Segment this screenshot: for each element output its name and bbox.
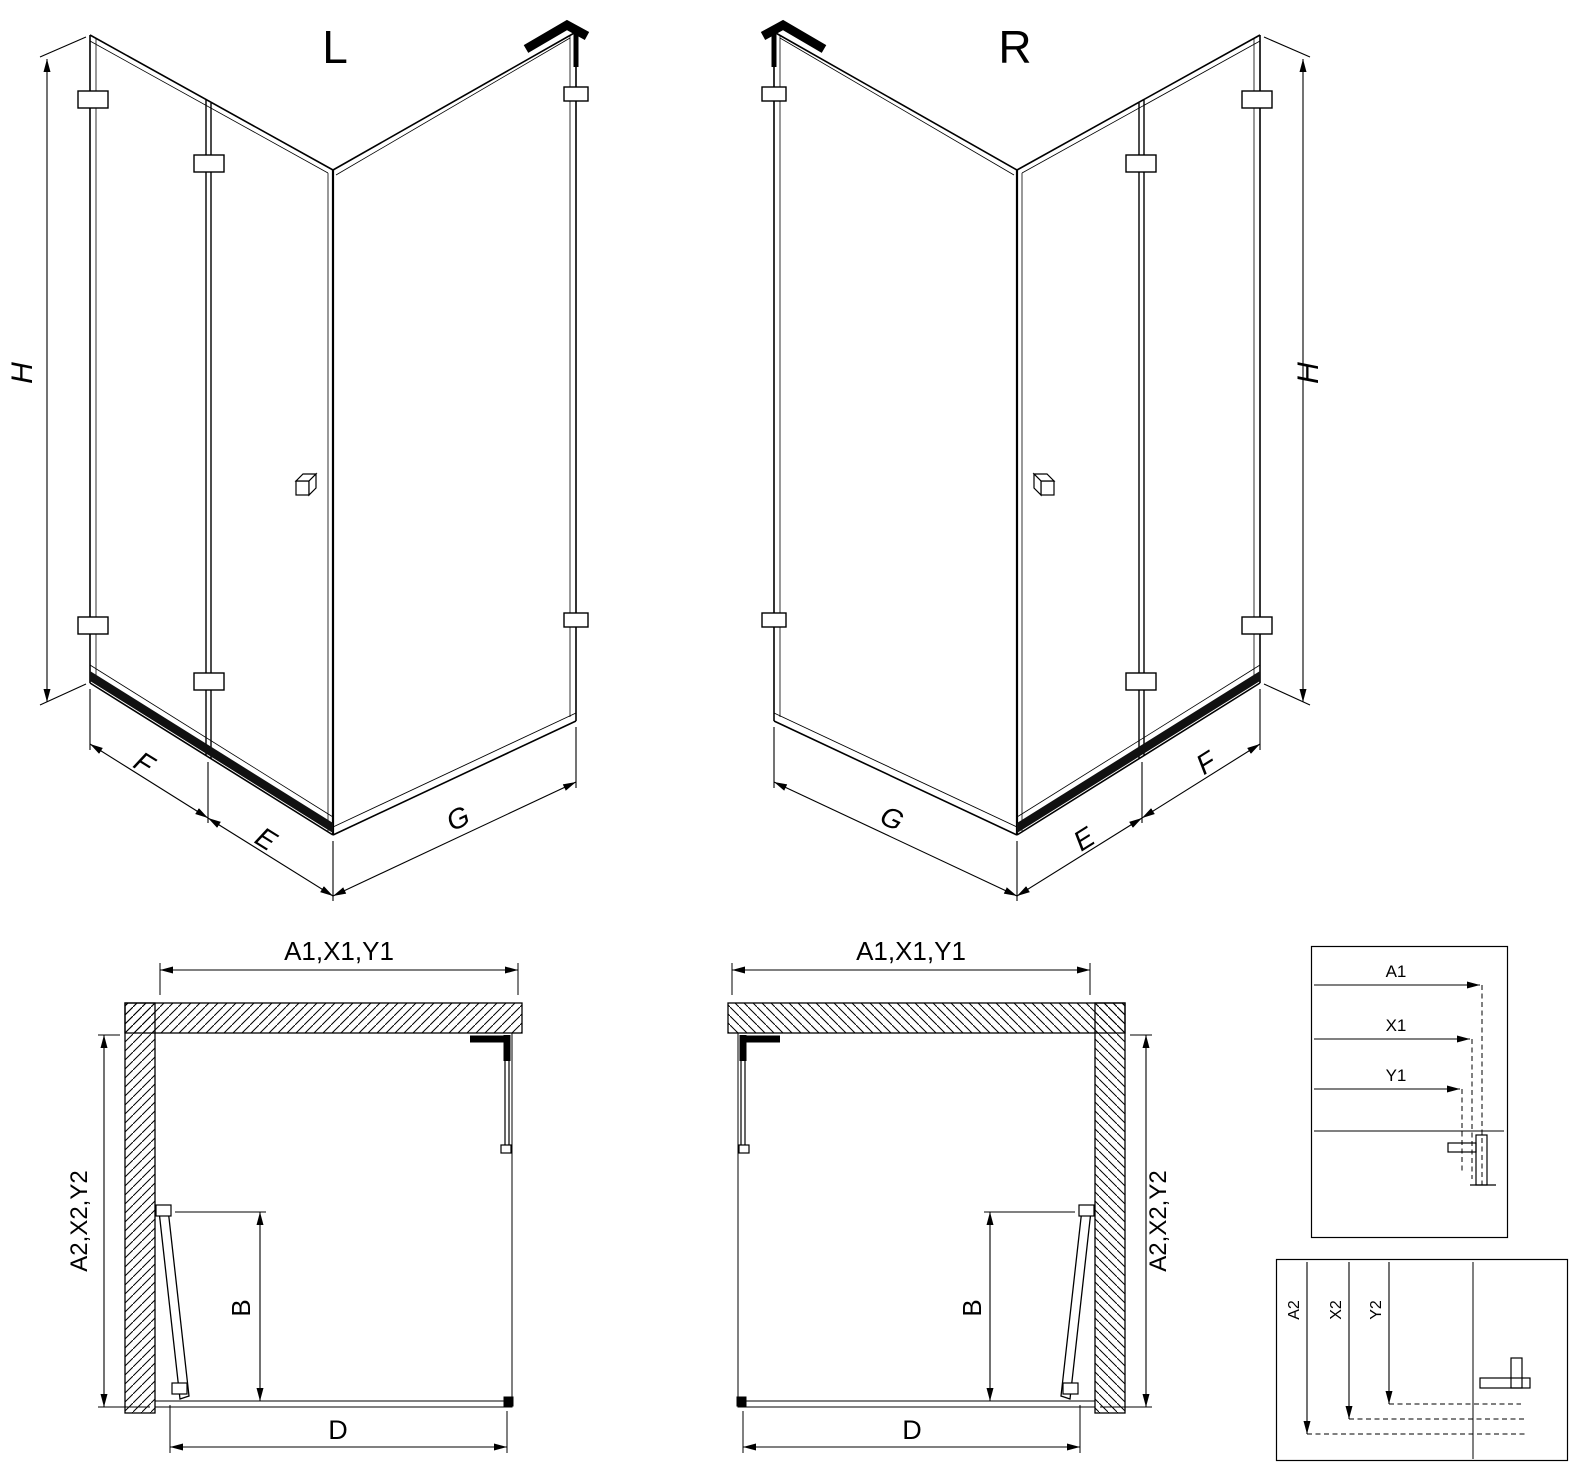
variant-label-right: R (998, 21, 1031, 73)
iso-left-figure: L H F E G (10, 5, 670, 920)
plan-right-side-dim-label: A2,X2,Y2 (1145, 1170, 1172, 1271)
detail-depth-drawing (1275, 1258, 1569, 1462)
dim-label-door-right: E (1068, 821, 1101, 857)
detail-y1-label: Y1 (1386, 1066, 1407, 1085)
iso-enclosure-right-drawing (762, 25, 1310, 901)
dim-label-height-right: H (1292, 362, 1325, 384)
detail-x1-label: X1 (1386, 1016, 1407, 1035)
plan-left-side-dim-label: A2,X2,Y2 (70, 1170, 93, 1271)
detail-depth-figure: A2 X2 Y2 (1275, 1258, 1569, 1462)
detail-width-figure: A1 X1 Y1 (1310, 945, 1509, 1239)
plan-left-drawing (98, 963, 522, 1453)
plan-left-figure: A1,X1,Y1 A2,X2,Y2 B D (70, 936, 550, 1475)
variant-label-left: L (322, 21, 348, 73)
iso-enclosure-left-drawing (40, 25, 588, 901)
dim-label-door-left: E (250, 821, 283, 857)
dim-label-height-left: H (10, 362, 39, 384)
dim-label-front-left: F (129, 745, 162, 781)
plan-right-drawing (728, 963, 1152, 1453)
plan-left-door-dim-label: B (226, 1299, 256, 1316)
plan-right-door-dim-label: B (957, 1299, 987, 1316)
plan-right-bottom-dim-label: D (902, 1415, 922, 1445)
detail-y2-label: Y2 (1368, 1300, 1385, 1320)
detail-x2-label: X2 (1328, 1300, 1345, 1320)
detail-width-drawing (1310, 945, 1509, 1239)
detail-a1-label: A1 (1386, 962, 1407, 981)
detail-a2-label: A2 (1286, 1300, 1303, 1320)
plan-right-figure: A1,X1,Y1 A2,X2,Y2 B D (700, 936, 1172, 1475)
iso-right-figure: R H F E G (680, 5, 1325, 920)
dim-label-front-right: F (1190, 744, 1223, 780)
plan-left-bottom-dim-label: D (328, 1415, 348, 1445)
plan-left-top-dim-label: A1,X1,Y1 (284, 936, 394, 966)
plan-right-top-dim-label: A1,X1,Y1 (856, 936, 966, 966)
